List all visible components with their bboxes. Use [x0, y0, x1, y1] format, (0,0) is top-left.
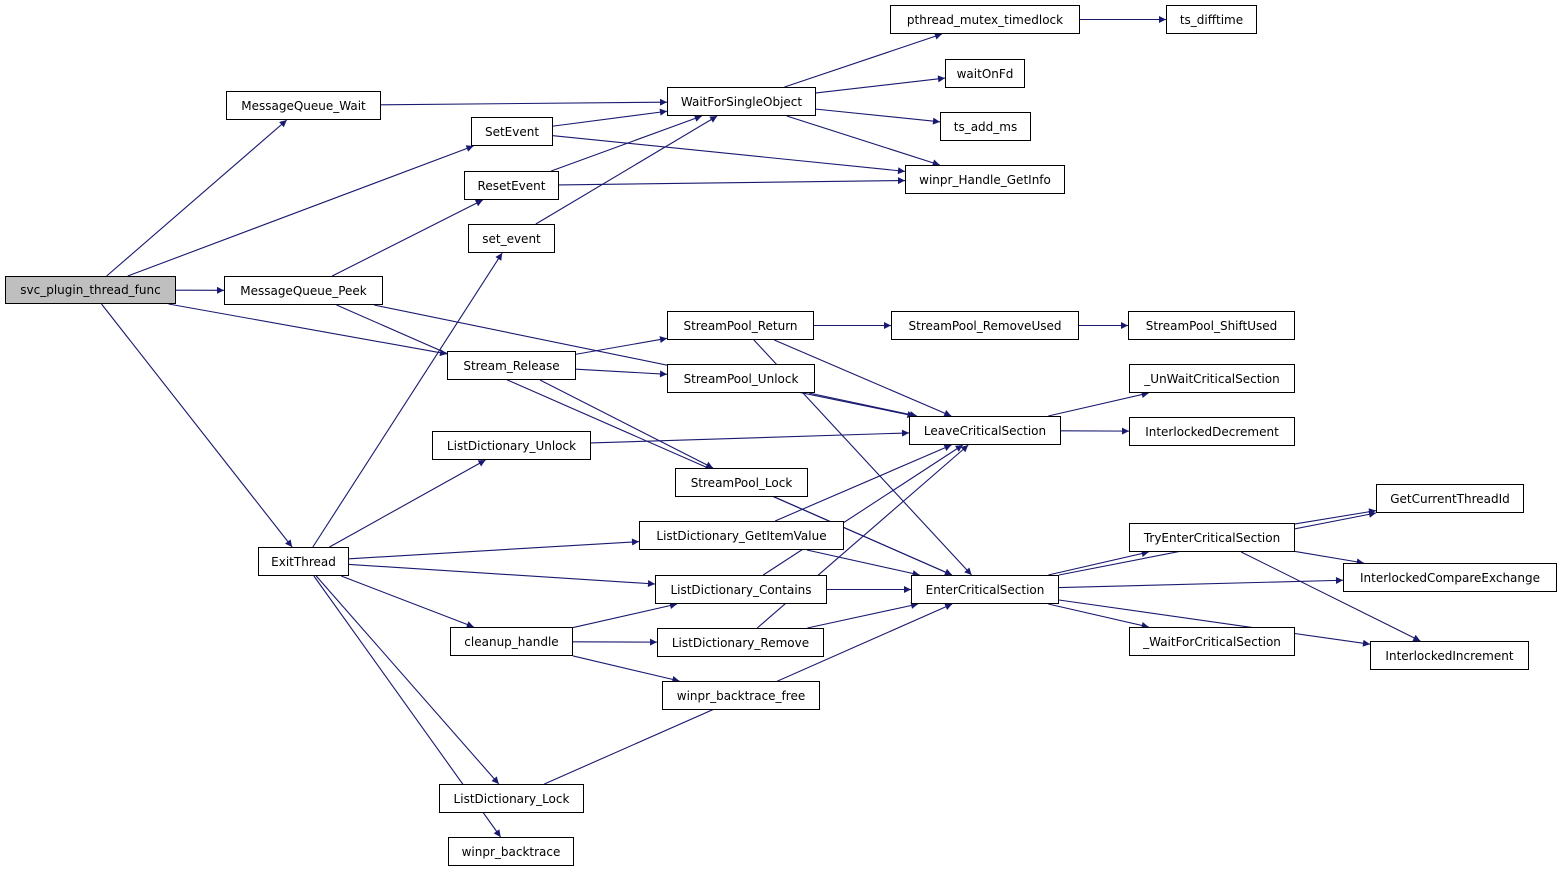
edge-MessageQueue_Wait-to-WaitForSingleObject	[380, 98, 668, 106]
node-leavecriticalsection[interactable]: LeaveCriticalSection	[909, 416, 1061, 445]
node-interlockedincrement[interactable]: InterlockedIncrement	[1370, 641, 1529, 670]
node-messagequeue-wait[interactable]: MessageQueue_Wait	[226, 91, 381, 120]
node-entercriticalsection[interactable]: EnterCriticalSection	[911, 575, 1059, 604]
node-winpr-backtrace[interactable]: winpr_backtrace	[448, 837, 574, 866]
node-listdictionary-remove[interactable]: ListDictionary_Remove	[657, 628, 824, 657]
edge-SetEvent-to-winpr_Handle_GetInfo	[552, 135, 906, 175]
edge-set_event-to-WaitForSingleObject	[535, 115, 718, 225]
node-streampool-return[interactable]: StreamPool_Return	[667, 311, 814, 340]
edge-LeaveCriticalSection-to-_UnWaitCriticalSection	[1048, 391, 1149, 417]
node-streampool-lock[interactable]: StreamPool_Lock	[675, 468, 808, 497]
node-svc-plugin-thread-func[interactable]: svc_plugin_thread_func	[5, 276, 176, 304]
node-waitonfd[interactable]: waitOnFd	[945, 59, 1025, 88]
edge-TryEnterCriticalSection-to-InterlockedCompareExchange	[1294, 550, 1364, 566]
edge-WaitForSingleObject-to-winpr_Handle_GetInfo	[786, 115, 940, 167]
edge-ListDictionary_GetItemValue-to-LeaveCriticalSection	[774, 444, 952, 522]
node-waitforcriticalsection[interactable]: _WaitForCriticalSection	[1129, 627, 1295, 656]
edge-ListDictionary_Unlock-to-LeaveCriticalSection	[590, 429, 910, 444]
node-streampool-removeused[interactable]: StreamPool_RemoveUsed	[891, 311, 1079, 340]
edge-ExitThread-to-set_event	[312, 252, 503, 548]
edge-EnterCriticalSection-to-InterlockedCompareExchange	[1058, 576, 1344, 589]
edge-ListDictionary_Remove-to-EnterCriticalSection	[807, 602, 919, 629]
edge-svc_plugin_thread_func-to-SetEvent	[127, 145, 474, 277]
node-ts-difftime[interactable]: ts_difftime	[1166, 5, 1257, 34]
edge-EnterCriticalSection-to-_WaitForCriticalSection	[1048, 603, 1149, 629]
node-waitforsingleobject[interactable]: WaitForSingleObject	[667, 87, 816, 116]
edge-StreamPool_Unlock-to-LeaveCriticalSection	[808, 392, 918, 418]
node-ts-add-ms[interactable]: ts_add_ms	[940, 112, 1031, 141]
node-stream-release[interactable]: Stream_Release	[447, 351, 576, 380]
node-streampool-shiftused[interactable]: StreamPool_ShiftUsed	[1128, 311, 1295, 340]
edge-Stream_Release-to-StreamPool_Lock	[539, 379, 714, 469]
node-cleanup-handle[interactable]: cleanup_handle	[450, 627, 573, 656]
node-winpr-handle-getinfo[interactable]: winpr_Handle_GetInfo	[905, 165, 1065, 194]
edge-ExitThread-to-ListDictionary_Lock	[315, 575, 500, 785]
edge-cleanup_handle-to-ListDictionary_Contains	[572, 602, 678, 629]
edge-ResetEvent-to-WaitForSingleObject	[551, 115, 702, 172]
edge-ExitThread-to-ListDictionary_Contains	[348, 563, 656, 588]
edge-ExitThread-to-ListDictionary_Unlock	[329, 459, 486, 548]
edge-WaitForSingleObject-to-waitOnFd	[815, 75, 946, 94]
edge-Stream_Release-to-StreamPool_Unlock	[575, 368, 668, 378]
edge-WaitForSingleObject-to-ts_add_ms	[815, 108, 941, 125]
node-resetevent[interactable]: ResetEvent	[464, 171, 559, 200]
node-set-event[interactable]: set_event	[468, 224, 555, 253]
edge-ListDictionary_GetItemValue-to-EnterCriticalSection	[806, 549, 920, 577]
edge-svc_plugin_thread_func-to-MessageQueue_Wait	[106, 119, 288, 277]
edge-ListDictionary_Contains-to-LeaveCriticalSection	[762, 444, 964, 576]
edge-WaitForSingleObject-to-pthread_mutex_timedlock	[784, 32, 943, 88]
edge-Stream_Release-to-StreamPool_Return	[575, 336, 668, 355]
node-tryentercriticalsection[interactable]: TryEnterCriticalSection	[1129, 523, 1295, 552]
node-setevent[interactable]: SetEvent	[471, 117, 553, 146]
node-listdictionary-contains[interactable]: ListDictionary_Contains	[655, 575, 827, 604]
node-streampool-unlock[interactable]: StreamPool_Unlock	[667, 364, 815, 393]
node-pthread-mutex-timedlock[interactable]: pthread_mutex_timedlock	[890, 5, 1080, 34]
edge-TryEnterCriticalSection-to-GetCurrentThreadId	[1294, 508, 1377, 525]
edge-MessageQueue_Peek-to-ResetEvent	[331, 199, 484, 277]
edge-cleanup_handle-to-winpr_backtrace_free	[572, 655, 680, 683]
node-winpr-backtrace-free[interactable]: winpr_backtrace_free	[662, 681, 820, 710]
edge-SetEvent-to-WaitForSingleObject	[552, 108, 668, 127]
node-interlockeddecrement[interactable]: InterlockedDecrement	[1129, 417, 1295, 446]
edge-MessageQueue_Peek-to-LeaveCriticalSection	[373, 304, 915, 419]
node-exitthread[interactable]: ExitThread	[258, 547, 349, 576]
node-listdictionary-unlock[interactable]: ListDictionary_Unlock	[432, 431, 591, 460]
node-listdictionary-lock[interactable]: ListDictionary_Lock	[439, 784, 584, 813]
edge-ResetEvent-to-winpr_Handle_GetInfo	[558, 177, 906, 186]
node-listdictionary-getitemvalue[interactable]: ListDictionary_GetItemValue	[639, 521, 844, 550]
edge-svc_plugin_thread_func-to-ExitThread	[101, 303, 293, 548]
edge-TryEnterCriticalSection-to-InterlockedIncrement	[1240, 551, 1421, 642]
edge-svc_plugin_thread_func-to-Stream_Release	[168, 303, 448, 357]
edge-EnterCriticalSection-to-InterlockedIncrement	[1058, 599, 1371, 647]
edge-ExitThread-to-cleanup_handle	[341, 575, 474, 628]
node-interlockedcompareexchange[interactable]: InterlockedCompareExchange	[1343, 563, 1557, 592]
edge-EnterCriticalSection-to-TryEnterCriticalSection	[1048, 550, 1149, 576]
node-unwaitcriticalsection[interactable]: _UnWaitCriticalSection	[1129, 364, 1295, 393]
node-messagequeue-peek[interactable]: MessageQueue_Peek	[224, 276, 383, 305]
edge-StreamPool_Return-to-LeaveCriticalSection	[774, 339, 952, 417]
edge-ExitThread-to-ListDictionary_GetItemValue	[348, 538, 640, 560]
node-getcurrentthreadid[interactable]: GetCurrentThreadId	[1376, 484, 1524, 513]
